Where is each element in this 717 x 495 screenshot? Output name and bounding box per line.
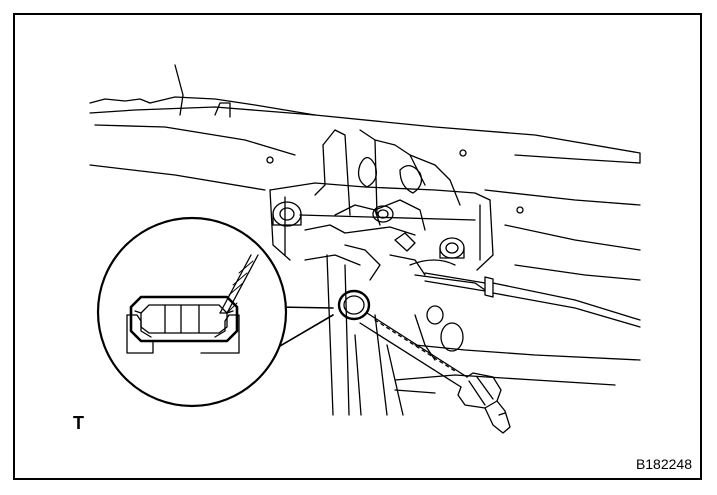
screwdriver — [359, 312, 511, 434]
grommet-cross-section — [126, 295, 240, 354]
left-bolt — [272, 201, 302, 227]
hood-release-cable — [424, 272, 641, 328]
sealant-nozzle — [219, 254, 259, 314]
view-label: T — [73, 413, 84, 433]
illustration-frame: T B182248 — [13, 13, 702, 480]
hood-lock-assembly — [269, 129, 494, 291]
right-bolt — [439, 237, 465, 259]
figure-code: B182248 — [635, 456, 692, 472]
center-bolt — [372, 205, 394, 223]
hood-lock-cable-diagram — [89, 64, 641, 434]
radiator-support-panel — [89, 64, 641, 394]
detail-callout-magnified — [96, 216, 334, 408]
cable-grommet — [337, 289, 371, 321]
